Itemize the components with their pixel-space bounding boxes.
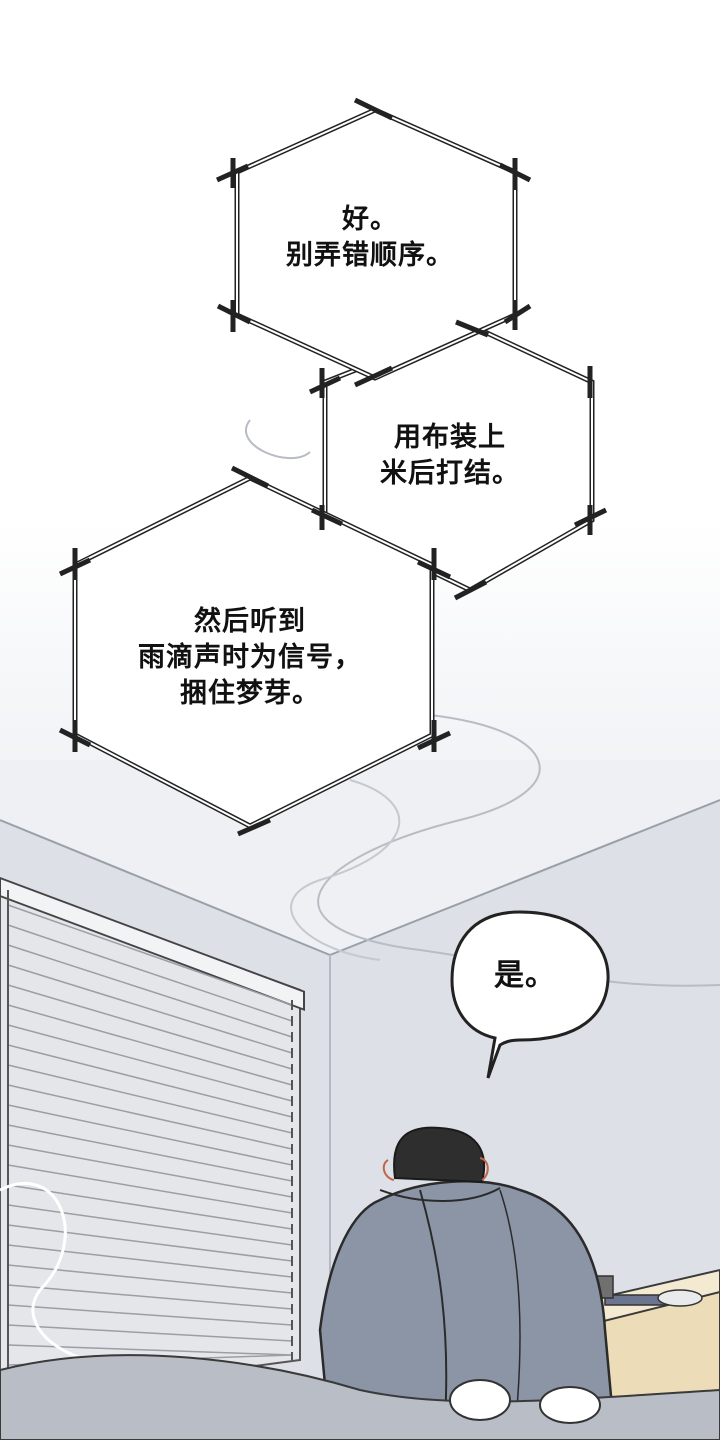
smoke-trail-2	[290, 779, 401, 961]
blind-slat	[7, 1044, 293, 1118]
ceiling-edge-left	[0, 819, 331, 956]
foot	[539, 1386, 601, 1424]
foot	[449, 1379, 511, 1421]
blind-slat	[7, 1204, 293, 1246]
blind-slat	[7, 1004, 293, 1086]
hex-caption-1: 好。 别弄错顺序。	[250, 202, 490, 274]
blind-slat	[7, 1024, 293, 1102]
speech-line: 是。	[494, 958, 556, 993]
blind-slat	[7, 1064, 293, 1134]
blind-slat	[7, 1144, 293, 1198]
blind-slat	[7, 1284, 293, 1310]
blind-slat	[7, 1244, 293, 1278]
blind-slat	[7, 1104, 293, 1166]
hex-caption-2: 用布装上 米后打结。	[360, 420, 540, 492]
blind-slat	[7, 1124, 293, 1182]
blind-slat	[7, 1084, 293, 1150]
blind-slat	[7, 1304, 293, 1326]
frame-ticks	[58, 97, 608, 837]
blind-slat	[7, 1324, 293, 1342]
blind-slat	[7, 1224, 293, 1262]
speech-text: 是。	[470, 958, 580, 994]
caption-line: 别弄错顺序。	[286, 240, 454, 271]
hex-caption-3: 然后听到 雨滴声时为信号， 捆住梦芽。	[95, 604, 405, 712]
blind-slat	[7, 904, 293, 1006]
speech-bubble	[450, 910, 610, 1079]
ceiling-edge-right	[329, 799, 720, 956]
caption-line: 用布装上	[394, 422, 506, 453]
caption-line: 雨滴声时为信号，	[138, 642, 362, 673]
caption-line: 米后打结。	[380, 458, 520, 489]
caption-line: 捆住梦芽。	[180, 678, 320, 709]
hair	[393, 1126, 486, 1184]
blind-slat	[7, 1184, 293, 1230]
blind-slat	[7, 924, 293, 1022]
blanket	[0, 1354, 720, 1440]
window-blind	[0, 876, 305, 1402]
caption-line: 好。	[342, 204, 398, 235]
blind-slat	[7, 944, 293, 1038]
blind-slat	[7, 1164, 293, 1214]
blind-slat	[7, 984, 293, 1070]
blind-slat	[7, 964, 293, 1054]
figure	[318, 1126, 617, 1440]
caption-line: 然后听到	[194, 606, 306, 637]
